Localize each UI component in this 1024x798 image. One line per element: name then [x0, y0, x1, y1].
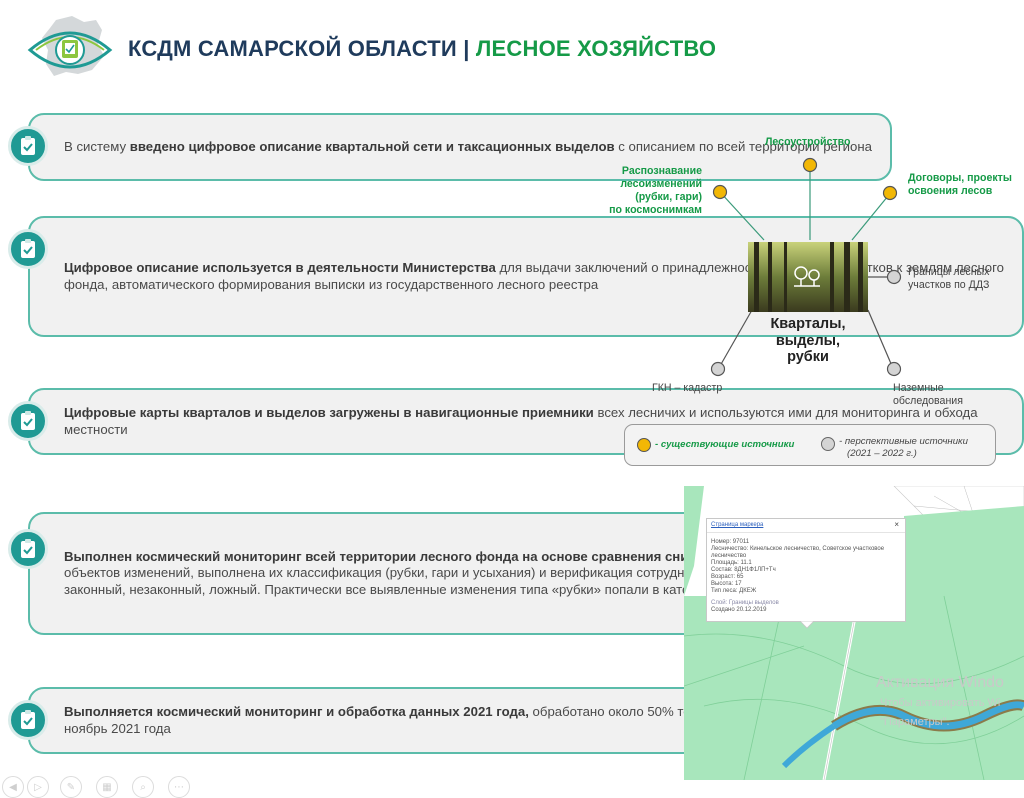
popup-line: лесничество [711, 553, 747, 559]
clipboard-check-icon [8, 529, 48, 569]
legend-existing-label: - существующие источники [655, 439, 795, 450]
popup-line: Номер: 97011 [711, 539, 750, 545]
popup-close-button[interactable]: × [894, 520, 899, 529]
popup-line: Состав: 8ДН1Ф1ЛП+Тч [711, 567, 776, 573]
region-eye-logo [27, 16, 113, 76]
card-3-text: Цифровые карты кварталов и выделов загру… [64, 405, 978, 437]
clipboard-check-icon [8, 126, 48, 166]
activation-watermark-line3: "Параметры". [880, 716, 950, 728]
label-recognition: Распознавание лесоизменений (рубки, гари… [609, 165, 702, 216]
clipboard-check-icon [8, 229, 48, 269]
popup-footer-date: Создано 20.12.2019 [711, 607, 767, 613]
legend-future-years: (2021 – 2022 г.) [847, 448, 917, 459]
forest-photo [748, 242, 868, 312]
label-forest-management: Лесоустройство [765, 136, 851, 148]
popup-line: Возраст: 65 [711, 574, 744, 580]
popup-title-link[interactable]: Страница маркера [711, 522, 764, 528]
title-main: КСДМ САМАРСКОЙ ОБЛАСТИ [128, 36, 457, 61]
clipboard-check-icon [8, 401, 48, 441]
popup-line: Высота: 17 [711, 581, 742, 587]
clipboard-check-icon [8, 700, 48, 740]
legend-box: - существующие источники - перспективные… [624, 424, 996, 466]
legend-existing-dot [637, 438, 651, 452]
info-card-1: В систему введено цифровое описание квар… [28, 113, 892, 181]
legend-future-label: - перспективные источники [839, 436, 968, 447]
label-contracts: Договоры, проекты освоения лесов [908, 172, 1012, 197]
popup-line: Тип леса: ДКЕЖ [711, 588, 757, 594]
popup-body: Номер: 97011 Лесничество: Кинельское лес… [707, 533, 905, 614]
card-1-text: В систему введено цифровое описание квар… [64, 138, 872, 154]
page-title: КСДМ САМАРСКОЙ ОБЛАСТИ | ЛЕСНОЕ ХОЗЯЙСТВ… [128, 36, 716, 62]
popup-footer-layer: Слой: Границы выделов [711, 600, 779, 606]
label-boundaries: Границы лесных участков по ДДЗ [908, 266, 990, 291]
map-marker-popup[interactable]: Страница маркера × Номер: 97011 Лесничес… [706, 518, 906, 622]
label-ground-surveys: Наземные обследования [893, 382, 963, 407]
popup-line: Площадь: 11.1 [711, 560, 752, 566]
popup-pointer [800, 621, 814, 629]
popup-header: Страница маркера × [707, 519, 905, 533]
center-label: Кварталы, выделы, рубки [770, 316, 846, 365]
title-accent: ЛЕСНОЕ ХОЗЯЙСТВО [475, 36, 717, 61]
popup-line: Лесничество: Кинельское лесничество, Сов… [711, 546, 885, 552]
legend-future-dot [821, 437, 835, 451]
title-separator: | [456, 36, 476, 61]
diagram-connectors [710, 157, 902, 377]
label-cadastre: ГКН – кадастр [652, 382, 723, 394]
activation-watermark-line2: Чтобы активировать Wi [880, 697, 1001, 709]
activation-watermark-title: Активация Windo [876, 674, 1004, 691]
